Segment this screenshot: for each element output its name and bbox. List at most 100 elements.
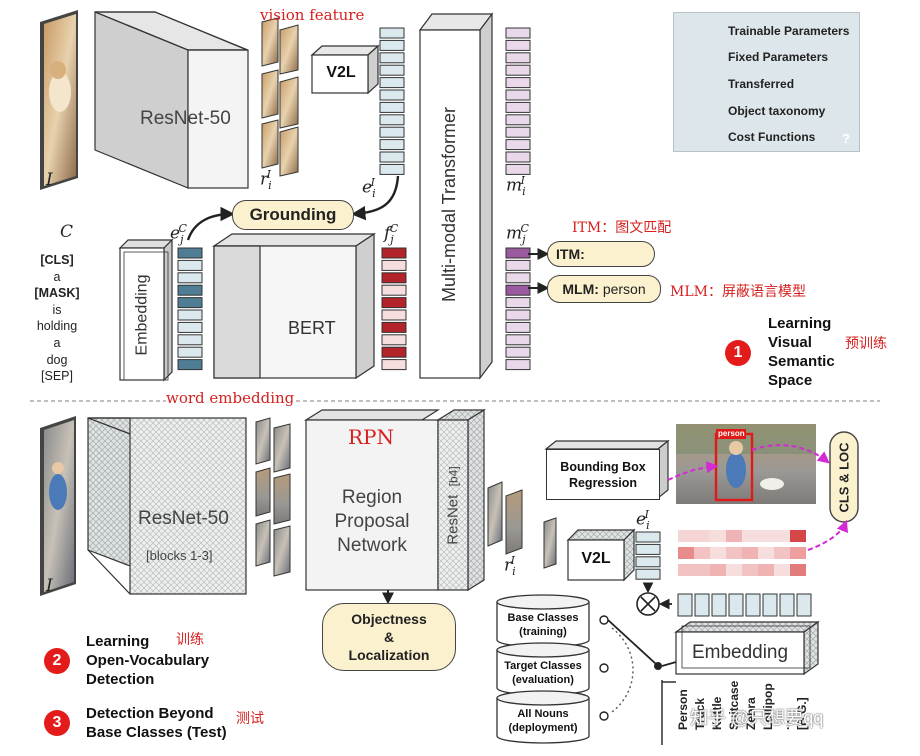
annotation-word-embedding: word embedding — [166, 389, 295, 407]
v2l-block-top — [310, 44, 380, 95]
transformer-text-cell — [505, 259, 531, 271]
transformer-label-wrap: Multi-modal Transformer — [420, 30, 480, 378]
classification-score-matrix — [678, 530, 806, 576]
image-embedding-label-top: eiI — [362, 176, 376, 201]
text-embedding-cell — [177, 309, 203, 321]
taxonomy-allnouns-label: All Nouns(deployment) — [508, 708, 578, 734]
annotation-test: 测试 — [236, 711, 264, 727]
score-cell — [758, 530, 774, 542]
resnet-cube-bottom — [87, 417, 247, 595]
text-embedding-column — [177, 247, 203, 371]
itm-label: ITM: — [556, 246, 585, 262]
transformer-image-cell — [505, 77, 531, 89]
class-embedding-cell — [745, 593, 761, 617]
arrow-scores-to-clsloc — [807, 519, 848, 551]
transformer-label: Multi-modal Transformer — [439, 106, 460, 302]
region-crops-v2l — [487, 481, 557, 569]
bert-feature-cell — [381, 259, 407, 271]
image-embedding-cell — [379, 114, 405, 126]
transformer-text-cell — [505, 346, 531, 358]
legend-object-taxonomy: Object taxonomy — [728, 104, 826, 118]
score-cell — [726, 564, 742, 576]
embedding-block-top — [118, 238, 174, 382]
class-word: Person — [676, 689, 690, 730]
score-cell — [694, 530, 710, 542]
score-cell — [726, 530, 742, 542]
transformer-image-cell — [505, 151, 531, 163]
image-embedding-cell — [379, 27, 405, 39]
region-label-top: riI — [260, 168, 272, 193]
help-icon[interactable]: ? — [842, 131, 850, 146]
cylinder-top — [496, 594, 590, 610]
product-operator-icon — [636, 592, 660, 616]
legend-panel — [673, 12, 860, 152]
score-cell — [678, 530, 694, 542]
class-embedding-cell — [711, 593, 727, 617]
embedding-block-bottom — [674, 620, 820, 676]
legend-cost-functions: Cost Functions — [728, 130, 816, 144]
region-crops-bottom — [255, 417, 291, 577]
taxonomy-selector — [599, 615, 677, 745]
itm-pill: ITM: — [547, 241, 655, 267]
resnet-cube-top — [94, 11, 249, 189]
transformer-text-cell — [505, 334, 531, 346]
annotation-vision-feature: vision feature — [260, 6, 365, 24]
score-cell — [758, 547, 774, 559]
score-cell — [678, 547, 694, 559]
arrow-bbox-to-photo — [667, 461, 719, 481]
score-cell — [742, 547, 758, 559]
caption-tokens: [CLS] a [MASK] is holding a dog [SEP] — [30, 252, 84, 385]
transformer-text-cell — [505, 359, 531, 371]
class-embedding-cell — [677, 593, 693, 617]
multimodal-transformer-block — [418, 12, 494, 380]
transformer-image-cell — [505, 163, 531, 175]
image-embedding-cell-bottom — [635, 531, 661, 543]
image-embedding-cell — [379, 163, 405, 175]
bbox-regression-label: Bounding Box Regression — [546, 449, 660, 500]
image-embedding-cell — [379, 77, 405, 89]
v2l-block-bottom — [566, 528, 636, 582]
score-cell — [742, 564, 758, 576]
embedding-label-top-wrap: Embedding — [120, 250, 164, 380]
detection-photo — [676, 424, 816, 504]
token-dog: dog — [46, 352, 68, 367]
score-cell — [758, 564, 774, 576]
transformer-image-output-column — [505, 27, 531, 175]
text-embedding-cell — [177, 359, 203, 371]
bert-cube — [212, 232, 376, 380]
image-embedding-cell — [379, 139, 405, 151]
bert-feature-cell — [381, 359, 407, 371]
score-cell — [694, 564, 710, 576]
resnet-blocks-label: [blocks 1-3] — [146, 548, 213, 563]
caption-label: C — [60, 222, 74, 242]
image-embedding-cell — [379, 101, 405, 113]
annotation-mlm: MLM：屏蔽语言模型 — [670, 284, 806, 300]
legend-trainable: Trainable Parameters — [728, 24, 850, 38]
transformer-image-label: miI — [506, 174, 526, 199]
class-embedding-cell — [796, 593, 812, 617]
transformer-text-cell — [505, 309, 531, 321]
bert-feature-cell — [381, 272, 407, 284]
transformer-image-cell — [505, 52, 531, 64]
legend-fixed: Fixed Parameters — [728, 50, 829, 64]
score-cell — [710, 547, 726, 559]
embedding-label-bottom: Embedding — [691, 642, 789, 663]
score-cell — [726, 547, 742, 559]
cylinder-body — [496, 697, 590, 744]
score-cell — [710, 564, 726, 576]
image-embedding-cell — [379, 39, 405, 51]
score-cell — [710, 530, 726, 542]
bert-feature-column — [381, 247, 407, 371]
image-embedding-cell-bottom — [635, 543, 661, 555]
class-embedding-cell — [779, 593, 795, 617]
cls-loc-label: CLS & LOC — [836, 441, 852, 513]
text-embedding-cell — [177, 259, 203, 271]
token-cls: [CLS] — [40, 253, 74, 267]
annotation-rpn: RPN — [348, 425, 395, 449]
stage-2-title: Learning Open-Vocabulary Detection — [86, 633, 210, 688]
region-label-bottom: riI — [504, 554, 516, 579]
resnet-label-bottom: ResNet-50 — [138, 508, 229, 529]
score-cell — [678, 564, 694, 576]
annotation-train: 训练 — [176, 632, 204, 648]
